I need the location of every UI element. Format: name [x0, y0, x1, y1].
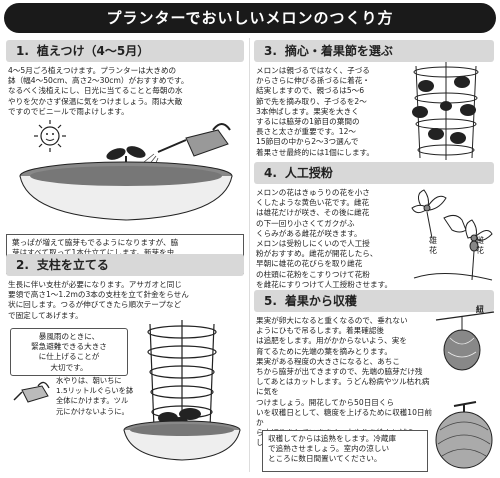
section-5-number: 5. — [264, 294, 277, 308]
watering-can-small-icon — [13, 381, 50, 403]
section-2-title: 支柱を立てる — [36, 258, 109, 272]
column-divider — [249, 38, 250, 472]
section-2-number: 2. — [16, 258, 29, 272]
section-5-body: 果実が卵大になると重くなるので、垂れない ようにひもで吊るします。着果確認後 は… — [256, 316, 433, 447]
section-4-number: 4. — [264, 166, 277, 180]
section-5-note: 収穫してからは追熟をします。冷蔵庫 で追熟させましょう。室内の涼しい ところに数… — [262, 430, 428, 472]
section-5-heading: 5. 着果から収穫 — [254, 290, 494, 312]
pollination-illustration — [411, 189, 493, 281]
sun-icon — [34, 120, 66, 152]
section-2-body: 生長に伴い支柱が必要になります。アサガオと同じ 要領で高さ1〜1.2mの3本の支… — [8, 280, 189, 320]
section-3-number: 3. — [264, 44, 277, 58]
section-2-heading: 2. 支柱を立てる — [6, 254, 244, 276]
support-pole-illustration — [123, 320, 241, 461]
male-flower-label: 雄花 — [429, 236, 437, 255]
string-label: 紐 — [476, 305, 484, 314]
female-flower-label: 雌花 — [476, 236, 484, 255]
section-1-heading: 1. 植えつけ（4〜5月） — [6, 40, 244, 62]
section-2-watering-tip: 水やりは、朝いちに 1.5リットルぐらいを鉢 全体にかけます。ツル 元にかけない… — [56, 376, 134, 416]
section-5-title: 着果から収穫 — [284, 294, 357, 308]
section-2-note: 暴風雨のときに、 緊急避難できる大きさ に仕上げることが 大切です。 — [10, 328, 128, 376]
planting-illustration — [19, 120, 233, 221]
leaf-cluster-icon — [412, 76, 476, 144]
melon-icon — [435, 401, 493, 469]
male-flower-icon — [411, 189, 447, 239]
vine-trellis-illustration — [412, 62, 479, 160]
section-1-body: 4〜5月ごろ植えつけます。プランターは大きめの 鉢（幅4〜50cm、高さ2〜30… — [8, 66, 189, 116]
hand-icon — [443, 214, 467, 233]
watering-can-icon — [143, 123, 231, 171]
planter-pot — [19, 161, 233, 221]
section-3-body: メロンは親づるではなく、子づる からさらに伸びる孫づるに着花・ 結実しますので、… — [256, 66, 374, 157]
page-title: プランターでおいしいメロンのつくり方 — [4, 3, 496, 33]
section-4-body: メロンの花はきゅうりの花を小さ くしたような黄色い花です。雌花 は雄花だけが咲き… — [256, 188, 393, 289]
section-3-title: 摘心・着果節を選ぶ — [284, 44, 393, 58]
section-4-heading: 4. 人工授粉 — [254, 162, 494, 184]
section-4-title: 人工授粉 — [284, 166, 333, 180]
section-3-heading: 3. 摘心・着果節を選ぶ — [254, 40, 494, 62]
section-1-title: 植えつけ（4〜5月） — [36, 44, 150, 58]
hanging-melon-icon — [435, 311, 495, 371]
female-flower-icon — [465, 219, 493, 281]
harvest-illustration — [435, 311, 495, 469]
section-1-number: 1. — [16, 44, 29, 58]
